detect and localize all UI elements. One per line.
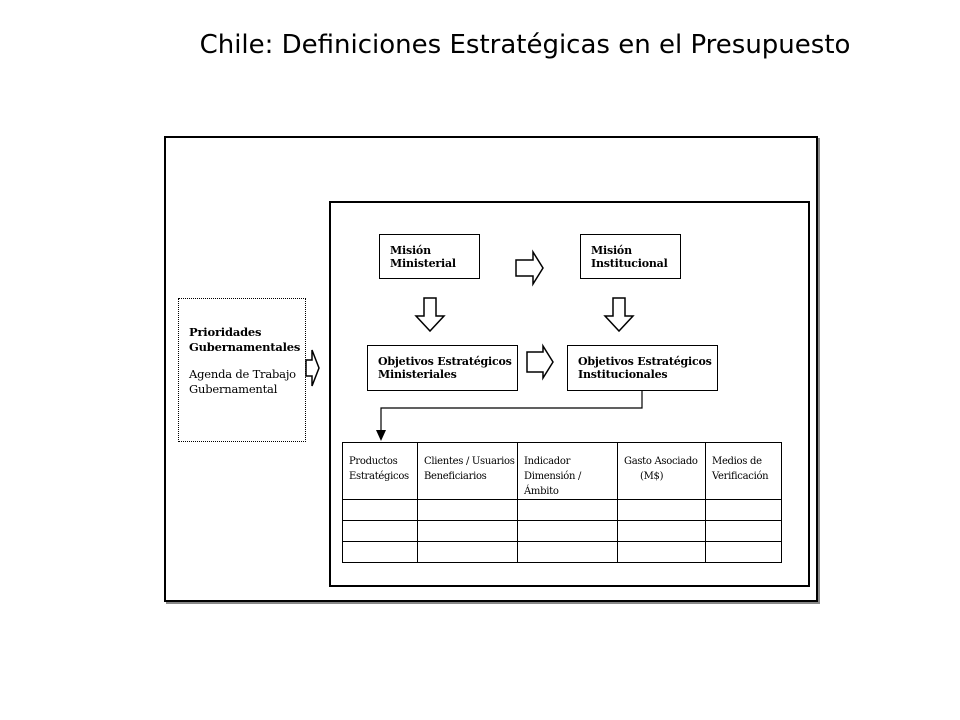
header-gasto: Gasto Asociado(M$)	[617, 442, 706, 500]
objetivos-ministeriales-line2: Ministeriales	[378, 368, 457, 381]
prioridades-sub-2: Gubernamental	[189, 382, 278, 396]
inner-frame	[329, 201, 810, 587]
mision-ministerial-line2: Ministerial	[390, 257, 456, 270]
mision-institucional-line1: Misión	[591, 244, 632, 257]
prioridades-box: Prioridades Gubernamentales Agenda de Tr…	[178, 298, 306, 442]
prioridades-heading-1: Prioridades	[189, 325, 262, 339]
mision-institucional-line2: Institucional	[591, 257, 668, 270]
page-title: Chile: Definiciones Estratégicas en el P…	[199, 30, 851, 60]
elbow-connector	[380, 391, 643, 432]
objetivos-institucionales-line1: Objetivos Estratégicos	[578, 355, 712, 368]
right-arrow-icon	[515, 249, 544, 287]
table-row	[342, 520, 782, 542]
objetivos-ministeriales-line1: Objetivos Estratégicos	[378, 355, 512, 368]
table-row	[342, 499, 782, 521]
mision-ministerial-line1: Misión	[390, 244, 431, 257]
mision-ministerial-box: Misión Ministerial	[379, 234, 480, 279]
prioridades-sub-1: Agenda de Trabajo	[189, 367, 296, 381]
objetivos-ministeriales-box: Objetivos Estratégicos Ministeriales	[367, 345, 518, 391]
down-arrow-icon	[414, 297, 446, 333]
prioridades-heading-2: Gubernamentales	[189, 340, 301, 354]
objetivos-institucionales-box: Objetivos Estratégicos Institucionales	[567, 345, 718, 391]
down-arrow-icon	[603, 297, 635, 333]
right-arrow-icon	[305, 349, 320, 387]
mision-institucional-box: Misión Institucional	[580, 234, 681, 279]
down-arrowhead-icon	[376, 430, 386, 441]
outer-frame	[164, 136, 818, 602]
objetivos-institucionales-line2: Institucionales	[578, 368, 668, 381]
right-arrow-icon	[526, 343, 554, 381]
table-row	[342, 541, 782, 563]
